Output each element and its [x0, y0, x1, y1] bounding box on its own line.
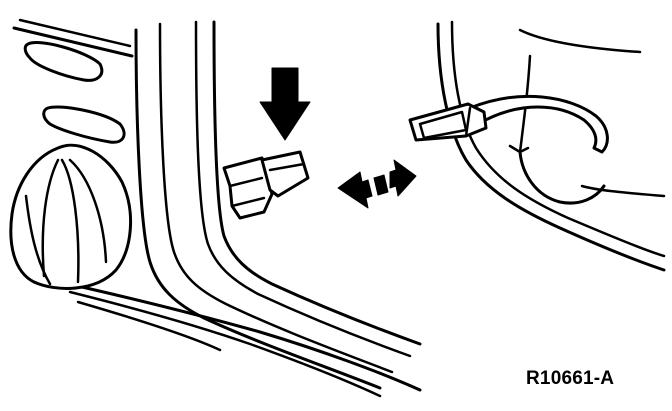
figure-reference-code: R10661-A — [526, 368, 615, 389]
door-frame — [134, 20, 422, 390]
wire-connector-left — [222, 150, 310, 220]
arrow-down-icon — [259, 67, 311, 141]
double-arrow-icon — [337, 159, 417, 209]
door-trim — [436, 20, 666, 272]
control-knob — [9, 143, 133, 290]
wire-connector-right — [408, 94, 609, 154]
instrument-panel — [12, 18, 422, 398]
